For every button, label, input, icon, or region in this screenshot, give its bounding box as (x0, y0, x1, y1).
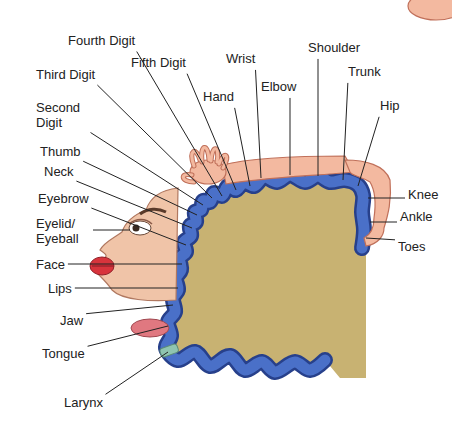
leader-line (366, 238, 395, 240)
leader-line (318, 59, 319, 176)
part-label: Larynx (64, 396, 103, 411)
leader-line (68, 264, 182, 265)
leader-line (106, 352, 168, 394)
leader-line (290, 98, 291, 175)
part-label: Jaw (60, 314, 83, 329)
leader-line (370, 222, 397, 223)
leader-line (93, 230, 130, 231)
leader-line (358, 117, 379, 186)
part-label: Face (36, 258, 65, 273)
leader-line (97, 85, 212, 198)
part-label: Eyelid/ Eyeball (36, 217, 90, 247)
part-label: Trunk (348, 65, 381, 80)
foot-fragment (408, 0, 452, 20)
part-label: Second Digit (36, 101, 88, 131)
part-label: Neck (44, 165, 74, 180)
part-label: Fifth Digit (131, 56, 186, 71)
leader-line (256, 70, 261, 178)
leader-line (76, 181, 192, 228)
part-label: Hip (380, 99, 400, 114)
cortex-tissue (166, 175, 366, 378)
leader-line (86, 305, 173, 314)
leader-line (368, 198, 405, 199)
leader-line (91, 208, 186, 245)
arm (222, 156, 354, 184)
part-label: Hand (203, 90, 234, 105)
eyelid (129, 220, 152, 225)
mouth-line (92, 265, 114, 266)
eyeball (129, 221, 151, 235)
part-label: Toes (398, 240, 425, 255)
part-label: Fourth Digit (68, 34, 135, 49)
part-label: Thumb (40, 145, 80, 160)
lips (90, 257, 114, 275)
leader-line (137, 52, 222, 196)
part-label: Eyebrow (38, 192, 89, 207)
leader-line (343, 83, 348, 180)
leader-line (235, 108, 250, 186)
motor-strip-edge (166, 175, 364, 372)
motor-strip (166, 175, 364, 372)
part-label: Wrist (226, 52, 255, 67)
cortex-section (166, 175, 366, 378)
part-label: Ankle (400, 210, 433, 225)
part-label: Shoulder (308, 41, 360, 56)
part-label: Lips (48, 282, 72, 297)
part-label: Tongue (42, 347, 85, 362)
part-label: Elbow (261, 80, 296, 95)
leader-line (75, 288, 178, 289)
leader-line (88, 326, 168, 346)
head (95, 188, 178, 301)
leg (345, 160, 391, 246)
part-label: Knee (408, 188, 438, 203)
leader-line (187, 74, 236, 190)
part-label: Third Digit (36, 68, 95, 83)
eyebrow (140, 209, 166, 214)
